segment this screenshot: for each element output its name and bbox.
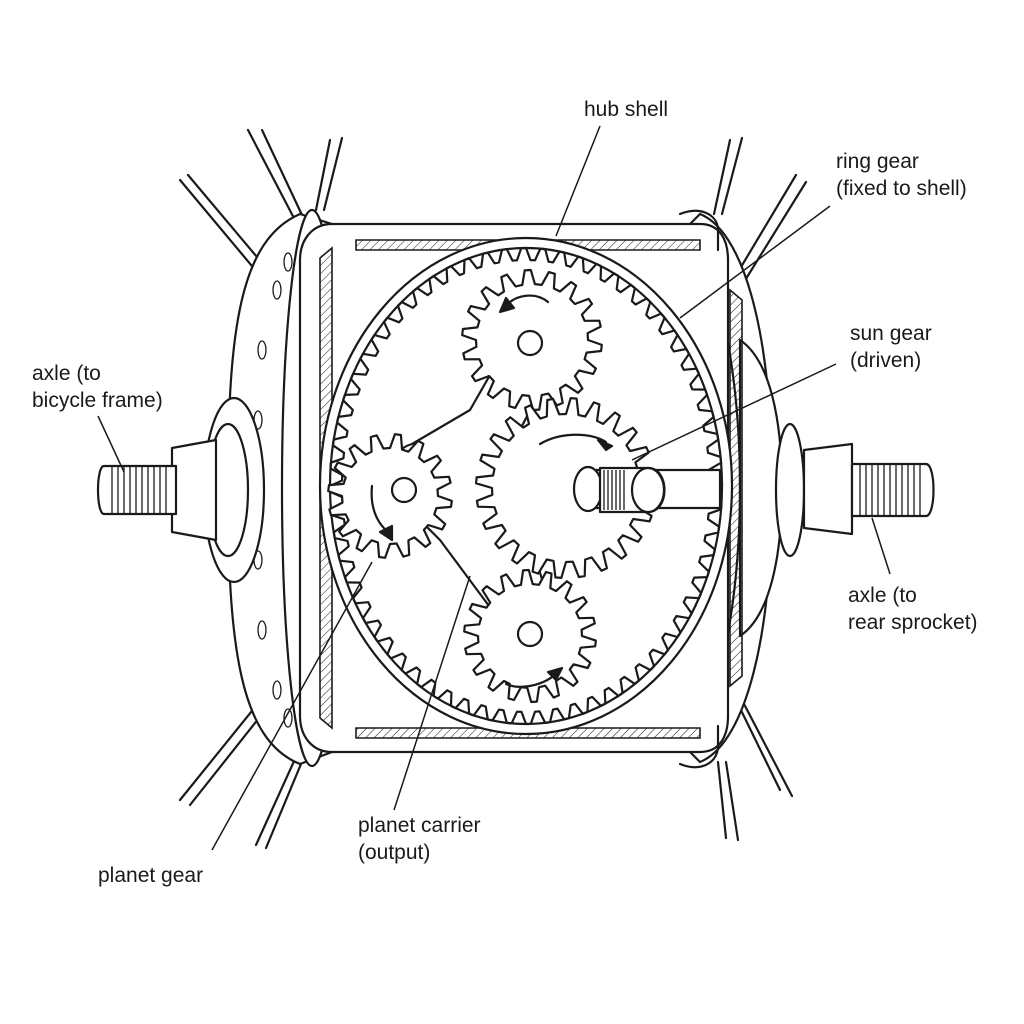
label-planet-carrier: planet carrier (output) xyxy=(358,814,481,864)
leader-planet-gear xyxy=(211,561,373,851)
right-flange xyxy=(688,212,784,764)
leader-sun-gear xyxy=(631,363,837,461)
leader-axle-right xyxy=(871,517,891,575)
left-axle xyxy=(96,396,266,584)
spokes xyxy=(178,128,808,850)
leader-planet-carrier xyxy=(393,575,471,811)
sun-gear xyxy=(475,397,657,579)
label-axle-left: axle (to bicycle frame) xyxy=(32,362,163,412)
leader-hub-shell xyxy=(555,125,601,237)
planet-gear-top xyxy=(461,268,603,412)
right-axle xyxy=(774,422,935,558)
label-sun-gear: sun gear (driven) xyxy=(850,322,932,372)
planet-gear-left xyxy=(327,433,453,559)
label-ring-gear: ring gear (fixed to shell) xyxy=(836,150,967,200)
label-hub-shell: hub shell xyxy=(584,98,669,121)
axle-shaft xyxy=(572,465,722,514)
leader-ring-gear xyxy=(679,205,831,319)
label-axle-right: axle (to rear sprocket) xyxy=(848,584,978,634)
leader-lines xyxy=(97,125,891,851)
label-planet-gear: planet gear xyxy=(98,864,204,887)
leader-axle-left xyxy=(97,415,125,473)
rotation-arrows xyxy=(370,294,614,688)
